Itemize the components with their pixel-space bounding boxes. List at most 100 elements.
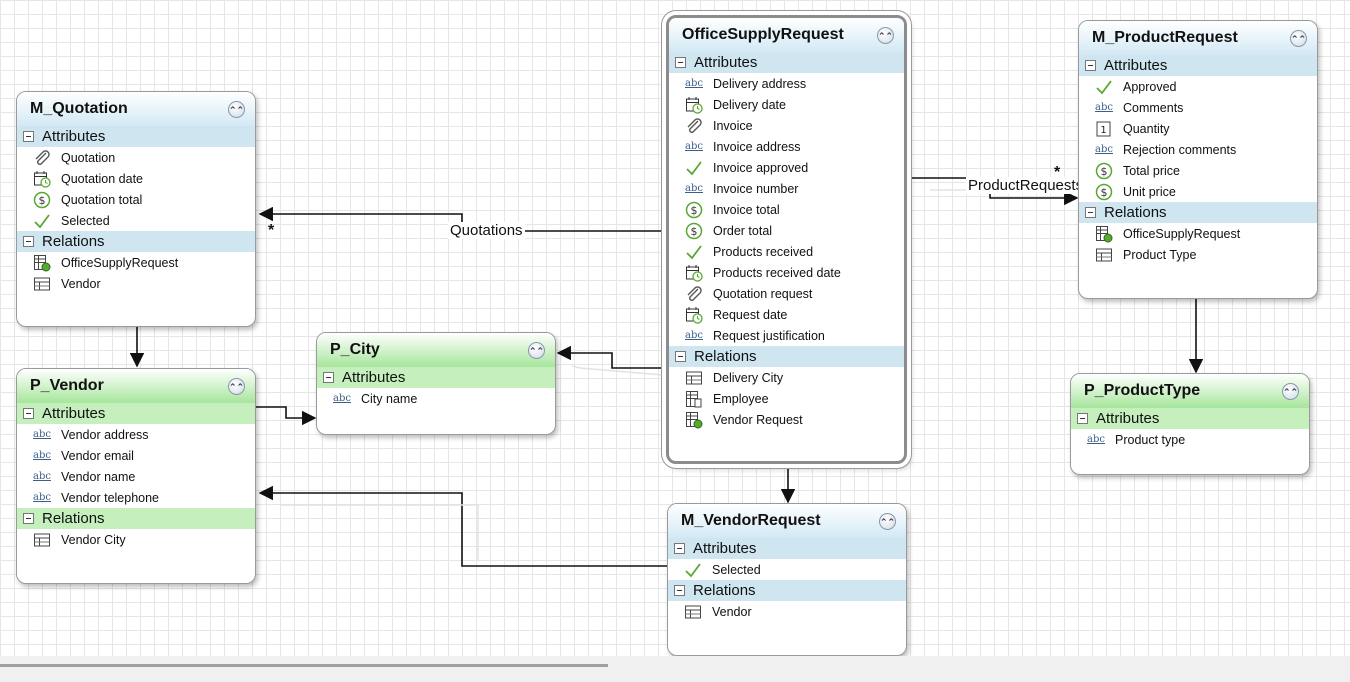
member-row[interactable]: Vendor — [668, 601, 906, 622]
member-label: Vendor — [712, 604, 752, 619]
member-label: Rejection comments — [1123, 142, 1237, 157]
horizontal-scrollbar[interactable] — [0, 664, 608, 667]
member-label: Invoice address — [713, 139, 801, 154]
svg-text:$: $ — [1101, 165, 1108, 178]
member-row[interactable]: Products received date — [669, 262, 904, 283]
paperclip-icon — [685, 285, 703, 303]
section-header-relations[interactable]: –Relations — [17, 231, 255, 252]
minus-icon[interactable]: – — [23, 408, 34, 419]
member-row[interactable]: Invoice — [669, 115, 904, 136]
entity-header[interactable]: M_Quotation⌃⌃ — [17, 92, 255, 126]
member-row[interactable]: Approved — [1079, 76, 1317, 97]
entity-header[interactable]: M_VendorRequest⌃⌃ — [668, 504, 906, 538]
member-row[interactable]: Product Type — [1079, 244, 1317, 265]
member-label: Vendor email — [61, 448, 134, 463]
section-header-relations[interactable]: –Relations — [668, 580, 906, 601]
entity-header[interactable]: P_Vendor⌃⌃ — [17, 369, 255, 403]
minus-icon[interactable]: – — [323, 372, 334, 383]
table-icon — [33, 275, 51, 293]
minus-icon[interactable]: – — [674, 585, 685, 596]
member-row[interactable]: $Order total — [669, 220, 904, 241]
member-row[interactable]: Delivery City — [669, 367, 904, 388]
member-row[interactable]: Vendor — [17, 273, 255, 294]
member-row[interactable]: $Total price — [1079, 160, 1317, 181]
section-header-attributes[interactable]: –Attributes — [1071, 408, 1309, 429]
member-row[interactable]: OfficeSupplyRequest — [17, 252, 255, 273]
section-header-attributes[interactable]: –Attributes — [1079, 55, 1317, 76]
section-header-relations[interactable]: –Relations — [669, 346, 904, 367]
member-row[interactable]: Employee — [669, 388, 904, 409]
section-header-relations[interactable]: –Relations — [1079, 202, 1317, 223]
collapse-icon[interactable]: ⌃⌃ — [228, 377, 245, 395]
text-icon: abc — [333, 393, 351, 404]
member-row[interactable]: Delivery date — [669, 94, 904, 115]
section-header-relations[interactable]: –Relations — [17, 508, 255, 529]
minus-icon[interactable]: – — [23, 236, 34, 247]
entity-header[interactable]: OfficeSupplyRequest⌃⌃ — [669, 18, 904, 52]
member-row[interactable]: Quotation date — [17, 168, 255, 189]
member-row[interactable]: OfficeSupplyRequest — [1079, 223, 1317, 244]
collapse-icon[interactable]: ⌃⌃ — [1290, 29, 1307, 47]
section-header-attributes[interactable]: –Attributes — [668, 538, 906, 559]
minus-icon[interactable]: – — [675, 351, 686, 362]
entity-header[interactable]: P_City⌃⌃ — [317, 333, 555, 367]
collapse-icon[interactable]: ⌃⌃ — [528, 341, 545, 359]
member-row[interactable]: Vendor City — [17, 529, 255, 550]
member-label: Vendor City — [61, 532, 126, 547]
entity-header[interactable]: P_ProductType⌃⌃ — [1071, 374, 1309, 408]
minus-icon[interactable]: – — [23, 513, 34, 524]
member-row[interactable]: Quotation — [17, 147, 255, 168]
minus-icon[interactable]: – — [1085, 60, 1096, 71]
member-row[interactable]: Selected — [668, 559, 906, 580]
collapse-icon[interactable]: ⌃⌃ — [1282, 382, 1299, 400]
collapse-icon[interactable]: ⌃⌃ — [877, 26, 894, 44]
section-header-attributes[interactable]: –Attributes — [669, 52, 904, 73]
member-row[interactable]: Vendor Request — [669, 409, 904, 430]
member-row[interactable]: Selected — [17, 210, 255, 231]
member-row[interactable]: Invoice approved — [669, 157, 904, 178]
member-row[interactable]: Quotation request — [669, 283, 904, 304]
member-row[interactable]: $Unit price — [1079, 181, 1317, 202]
member-label: Products received date — [713, 265, 841, 280]
minus-icon[interactable]: – — [1085, 207, 1096, 218]
connector-vendor-city — [256, 406, 317, 426]
section-header-attributes[interactable]: –Attributes — [17, 126, 255, 147]
member-row[interactable]: $Invoice total — [669, 199, 904, 220]
collapse-icon[interactable]: ⌃⌃ — [879, 512, 896, 530]
minus-icon[interactable]: – — [674, 543, 685, 554]
minus-icon[interactable]: – — [23, 131, 34, 142]
productrequests-label: ProductRequests — [966, 177, 1086, 194]
dollar-icon: $ — [685, 201, 703, 219]
member-row[interactable]: $Quotation total — [17, 189, 255, 210]
minus-icon[interactable]: – — [675, 57, 686, 68]
member-row[interactable]: Request date — [669, 304, 904, 325]
minus-icon[interactable]: – — [1077, 413, 1088, 424]
section-header-attributes[interactable]: –Attributes — [17, 403, 255, 424]
section-header-attributes[interactable]: –Attributes — [317, 367, 555, 388]
entity-header[interactable]: M_ProductRequest⌃⌃ — [1079, 21, 1317, 55]
member-label: Delivery City — [713, 370, 784, 385]
member-row[interactable]: Products received — [669, 241, 904, 262]
member-label: Vendor telephone — [61, 490, 160, 505]
collapse-icon[interactable]: ⌃⌃ — [228, 100, 245, 118]
